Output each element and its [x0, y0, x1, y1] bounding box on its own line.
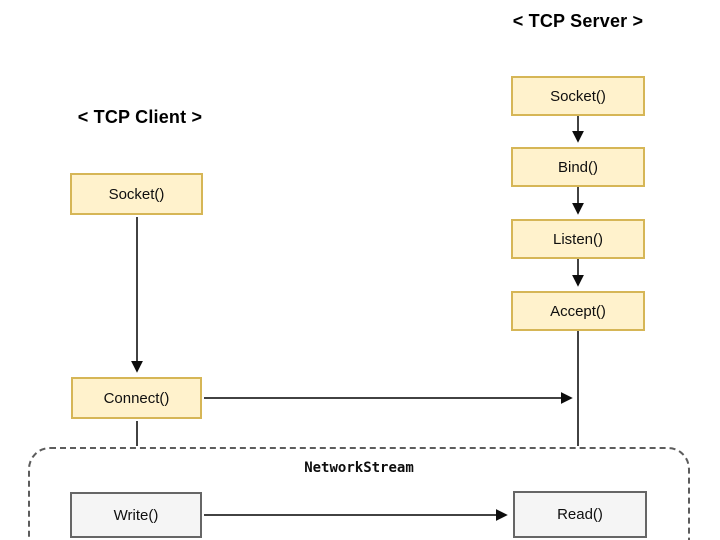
- server-node-accept: Accept(): [511, 291, 645, 331]
- server-node-socket: Socket(): [511, 76, 645, 116]
- server-column-title: < TCP Server >: [512, 11, 644, 31]
- client-node-connect: Connect(): [71, 377, 202, 419]
- server-node-listen: Listen(): [511, 219, 645, 259]
- network-stream-label: NetworkStream: [304, 460, 414, 476]
- stream-node-write: Write(): [70, 492, 202, 538]
- server-node-bind: Bind(): [511, 147, 645, 187]
- client-node-socket: Socket(): [70, 173, 203, 215]
- client-column-title: < TCP Client >: [77, 107, 203, 127]
- network-stream-container: NetworkStream: [28, 447, 690, 540]
- stream-node-read: Read(): [513, 491, 647, 538]
